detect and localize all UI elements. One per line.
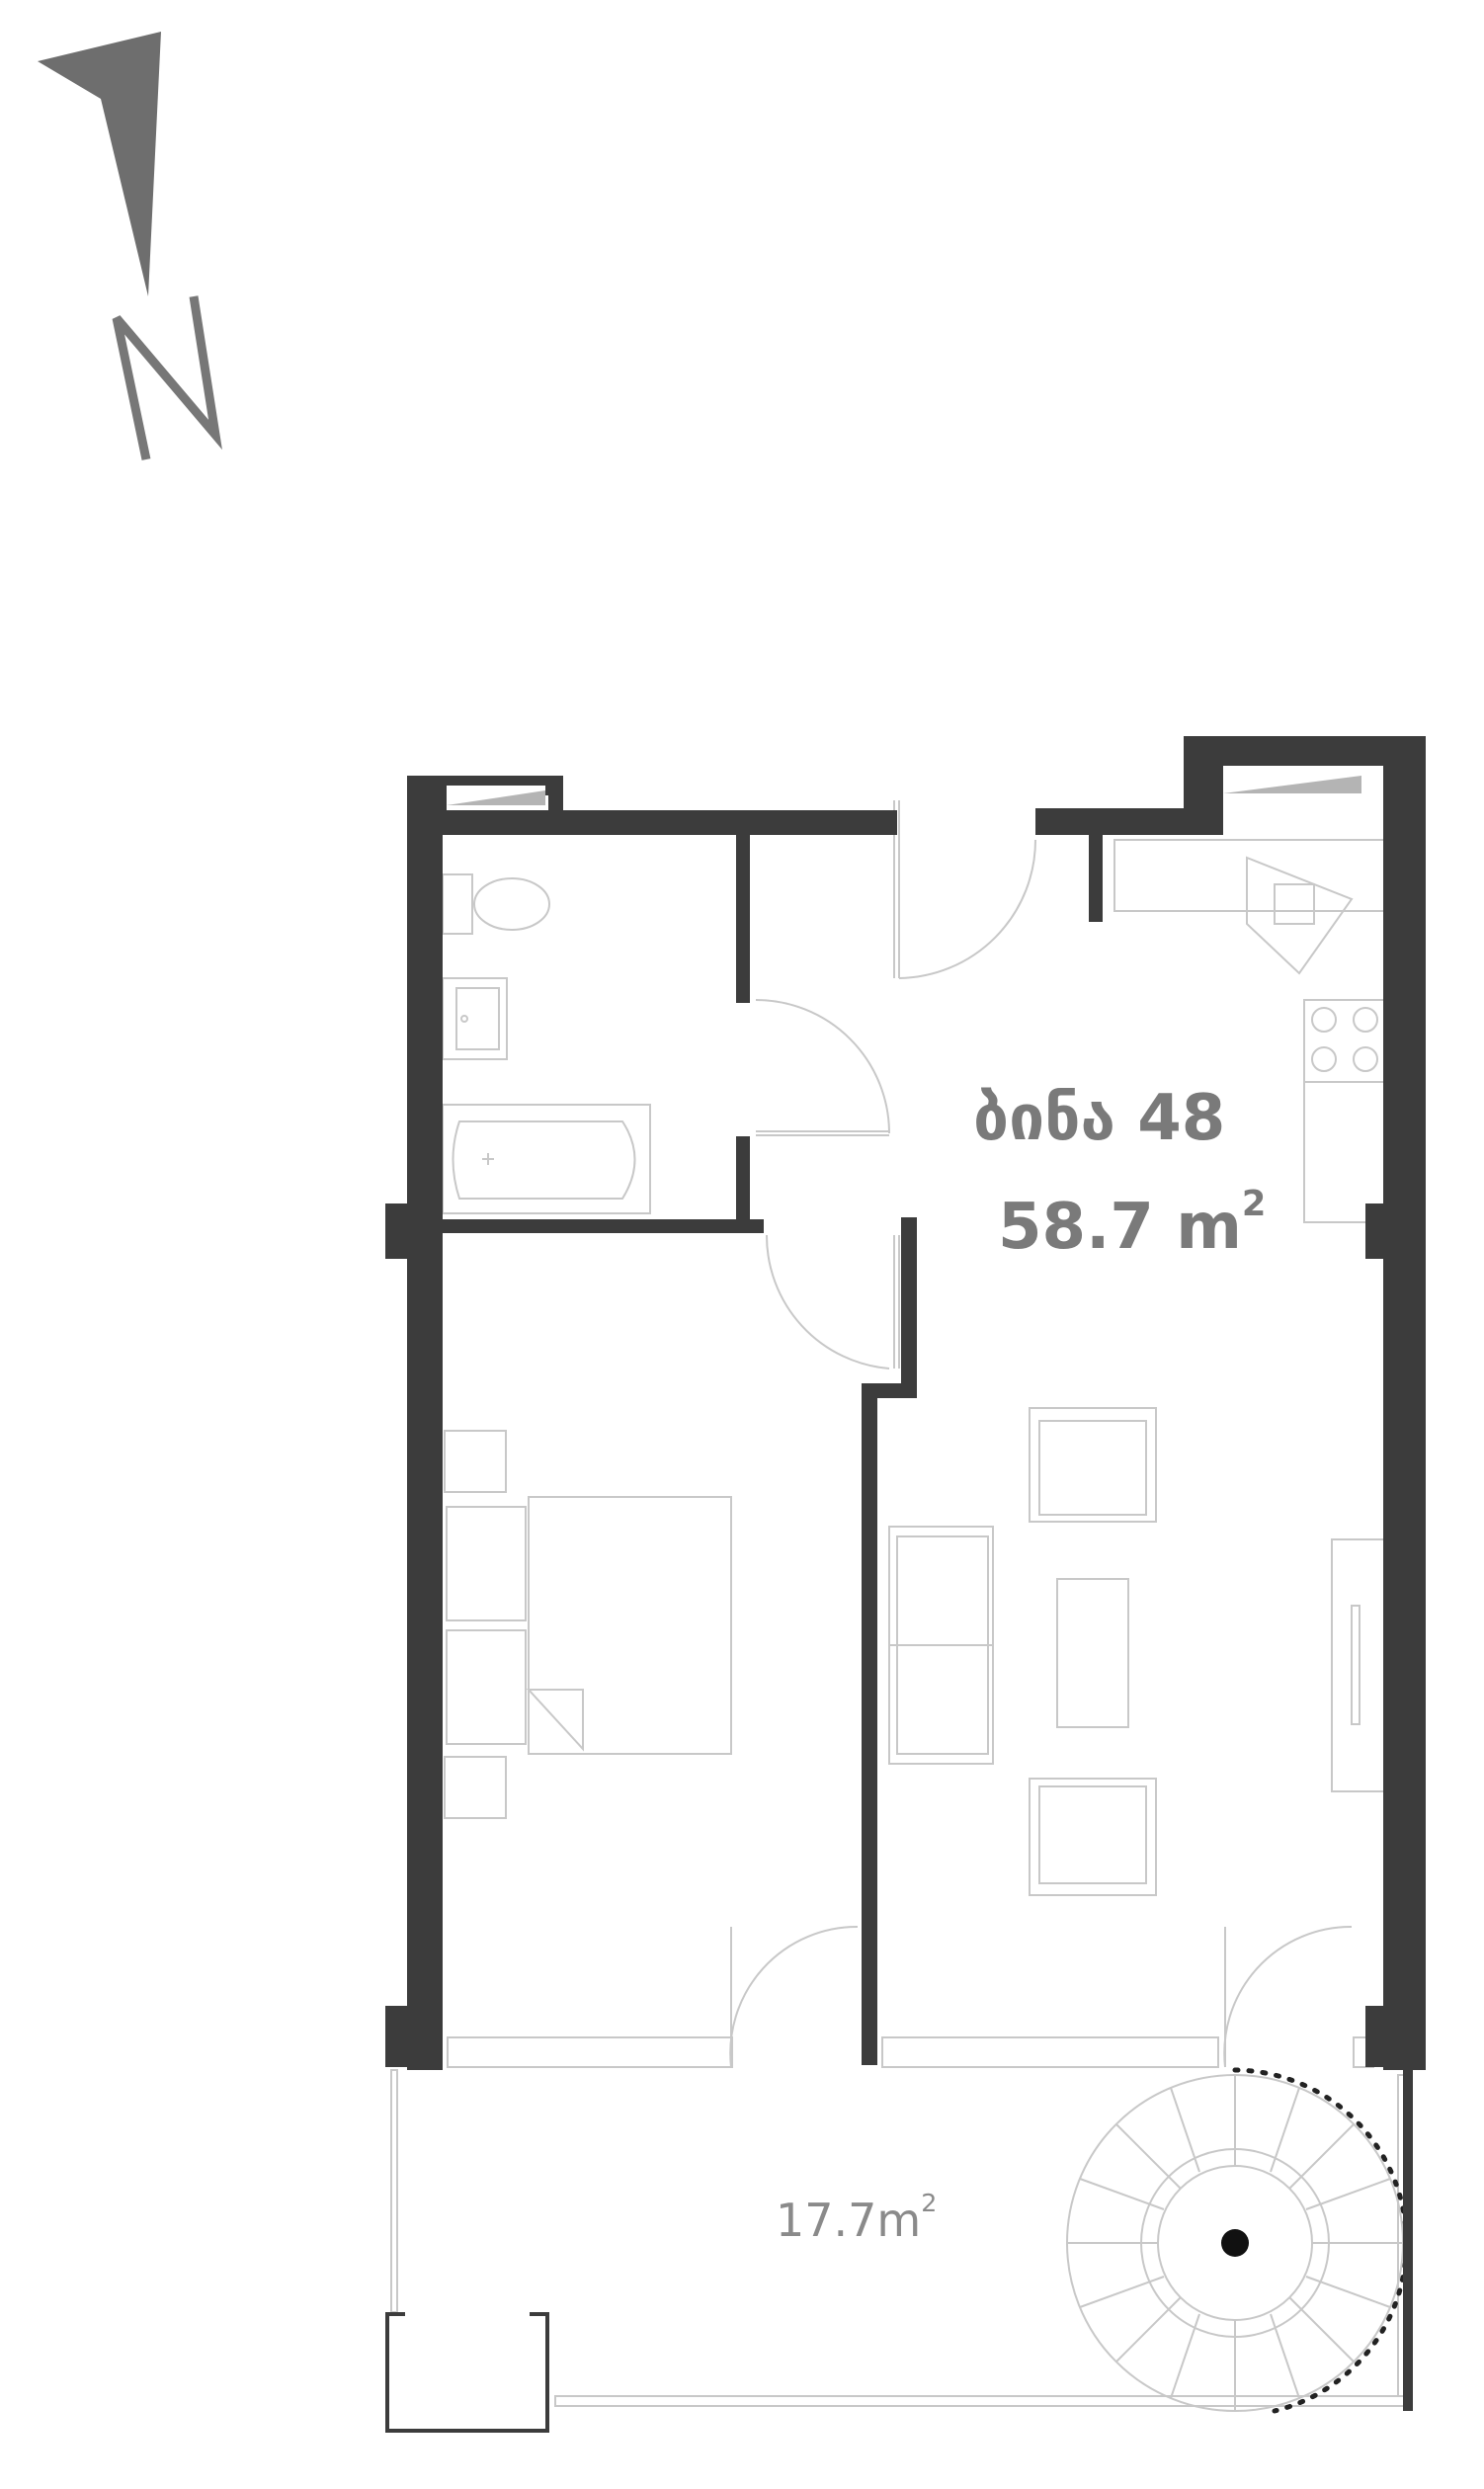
armchair-icon <box>1029 1778 1157 1896</box>
coffee-table-icon <box>1056 1578 1129 1728</box>
bathroom-sink-icon <box>442 977 508 1060</box>
sofa-icon <box>888 1526 994 1765</box>
kitchen-sink-icon <box>1246 856 1354 975</box>
spiral-staircase-icon <box>1066 2074 1404 2412</box>
balcony-area-unit: 2 <box>921 2188 938 2217</box>
fixtures <box>390 800 1409 2412</box>
armchair-icon <box>1029 1407 1157 1523</box>
apartment-area-unit: 2 <box>1241 1183 1267 1224</box>
apartment-area-value: 58.7 m <box>998 1191 1242 1264</box>
north-arrow-icon <box>38 32 222 460</box>
apartment-title: ბინა 48 <box>973 1082 1226 1155</box>
toilet-icon <box>442 873 550 935</box>
walls <box>385 736 1426 2433</box>
vent-shaft <box>447 769 1361 805</box>
balcony-area: 17.7m2 <box>776 2189 937 2247</box>
apartment-area: 58.7 m2 <box>998 1184 1266 1264</box>
balcony-area-value: 17.7m <box>776 2194 922 2247</box>
bathtub-icon <box>442 1104 651 1214</box>
tv-stand-icon <box>1331 1538 1386 1792</box>
bed-icon <box>444 1430 732 1819</box>
